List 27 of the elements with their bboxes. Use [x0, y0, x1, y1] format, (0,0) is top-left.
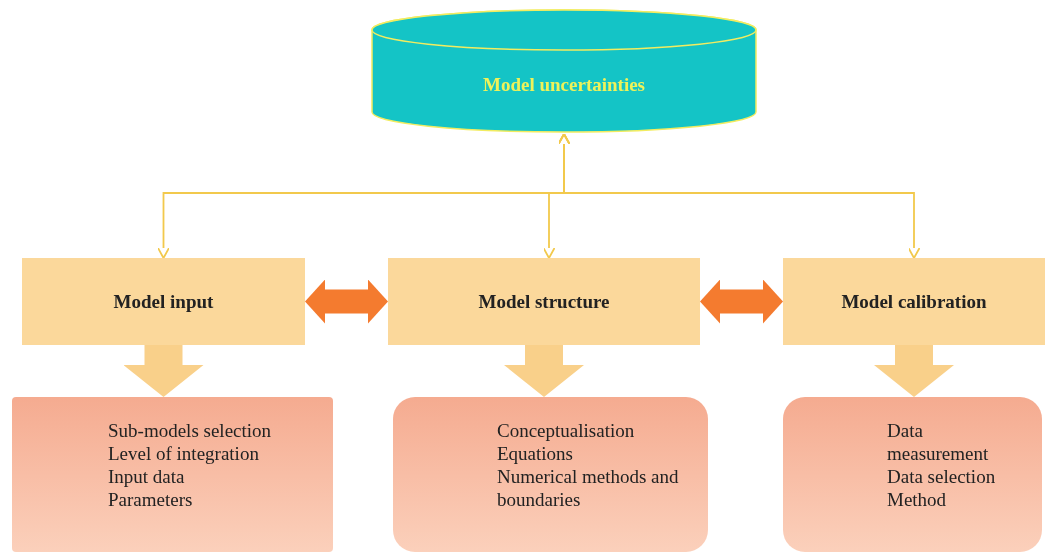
- cylinder-shape: [370, 8, 758, 134]
- process-box: [388, 258, 700, 345]
- list-item: Conceptualisation: [497, 419, 636, 442]
- arrow: [557, 133, 921, 259]
- list-item: Numerical methods and boundaries: [497, 465, 680, 511]
- node-title: Model input: [113, 290, 214, 313]
- list-item: Data selection: [887, 465, 997, 488]
- node-title: Model uncertainties: [483, 74, 645, 96]
- block-arrow: [123, 345, 204, 397]
- detail-box: [12, 397, 333, 552]
- detail-box: [783, 397, 1042, 552]
- block-arrow: [874, 345, 954, 397]
- process-box: [783, 258, 1045, 345]
- list-item: Equations: [497, 442, 574, 465]
- list-item: Level of integration: [108, 442, 260, 465]
- block-arrow: [305, 279, 388, 324]
- list-item: Sub-models selection: [108, 419, 273, 442]
- process-box: [22, 258, 305, 345]
- node-title: Model calibration: [841, 290, 987, 313]
- block-arrow: [504, 345, 584, 397]
- block-arrow: [700, 279, 783, 324]
- detail-box: [393, 397, 708, 552]
- list-item: Method: [887, 488, 948, 511]
- list-item: Input data: [108, 465, 186, 488]
- list-item: Parameters: [108, 488, 194, 511]
- list-item: Data measurement: [887, 419, 990, 465]
- node-title: Model structure: [478, 290, 610, 313]
